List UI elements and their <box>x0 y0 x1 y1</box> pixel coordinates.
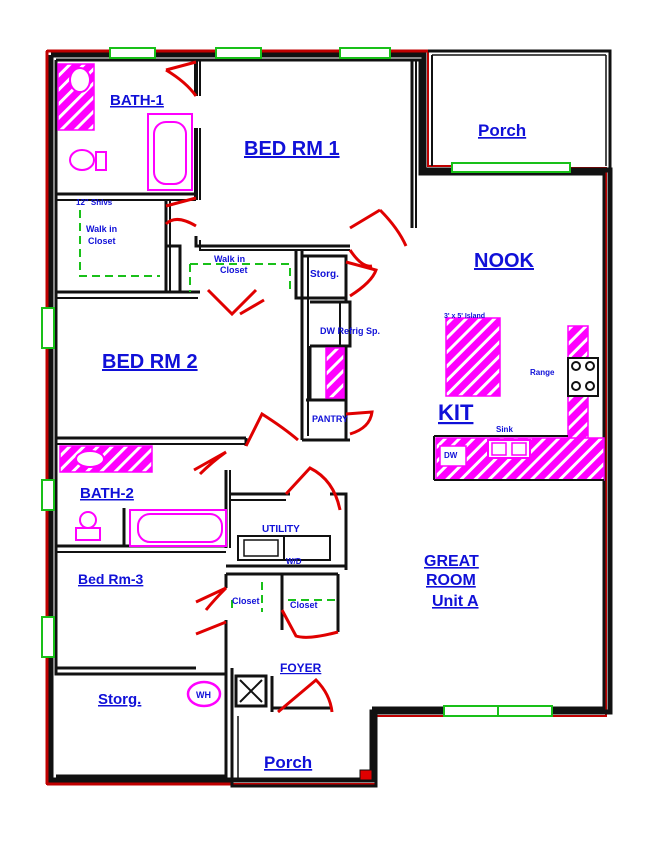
bath2-fixtures <box>59 445 227 547</box>
label-pantry: PANTRY <box>312 414 348 424</box>
label-porch-top: Porch <box>478 121 526 140</box>
label-great-room-3: Unit A <box>432 593 479 610</box>
label-sink: Sink <box>496 425 513 434</box>
label-bed1: BED RM 1 <box>244 138 340 160</box>
label-great-room-2: ROOM <box>426 572 476 589</box>
label-walkin1-a: Walk in <box>86 224 117 234</box>
porch-bottom-outline <box>230 712 378 788</box>
porch-top-outline <box>428 49 612 168</box>
label-wh: WH <box>196 690 211 700</box>
label-kit: KIT <box>438 400 474 425</box>
label-closet-b: Closet <box>290 600 318 610</box>
label-bath1: BATH-1 <box>110 92 164 109</box>
label-dw: DW <box>444 451 458 460</box>
label-foyer: FOYER <box>280 661 322 675</box>
label-porch-bottom: Porch <box>264 753 312 772</box>
label-bed3: Bed Rm-3 <box>78 571 144 587</box>
label-walkin2-b: Closet <box>220 265 248 275</box>
label-range: Range <box>530 368 555 377</box>
label-shelves: 12" Shlvs <box>76 198 113 207</box>
utility-fixtures <box>237 535 331 561</box>
kitchen-fixtures <box>325 317 605 481</box>
label-utility: UTILITY <box>262 524 300 535</box>
label-wd: W/D <box>286 557 302 566</box>
label-storage: Storg. <box>98 691 141 708</box>
water-heater <box>186 680 222 708</box>
label-great-room-1: GREAT <box>424 553 479 570</box>
bath1-fixtures <box>57 63 193 191</box>
label-nook: NOOK <box>474 250 535 272</box>
label-closet-a: Closet <box>232 596 260 606</box>
label-walkin1-b: Closet <box>88 236 116 246</box>
closet-dashed-lines <box>79 210 338 612</box>
room-labels: BATH-1 BED RM 1 Porch 12" Shlvs Walk in … <box>76 92 555 772</box>
label-bed2: BED RM 2 <box>102 351 198 373</box>
label-dw-refrig: DW Refrig Sp. <box>320 326 380 336</box>
doors <box>164 60 408 714</box>
label-island: 3' x 5' Island <box>444 313 485 320</box>
label-bath2: BATH-2 <box>80 485 134 502</box>
windows <box>41 47 571 717</box>
label-walkin2-a: Walk in <box>214 254 245 264</box>
label-storage-small: Storg. <box>310 269 339 280</box>
